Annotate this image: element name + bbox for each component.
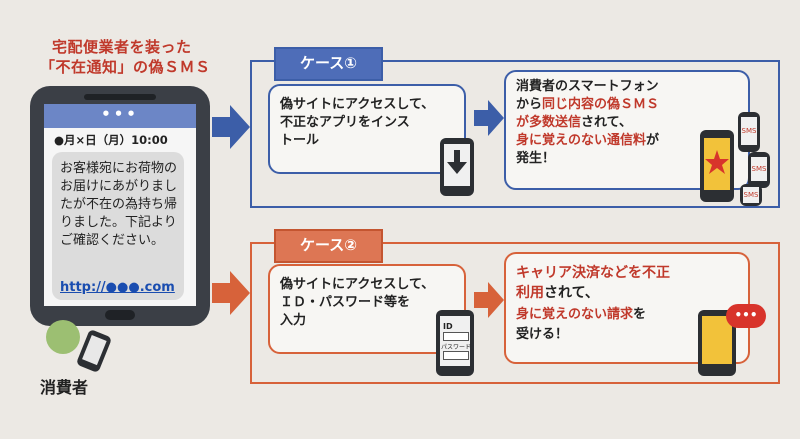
case1-step2-line1: 消費者のスマートフォン	[516, 79, 659, 94]
case2-step1-line1: 偽サイトにアクセスして、	[280, 277, 435, 292]
case2-step2-line2: 利用されて、	[516, 284, 599, 302]
consumer-phone-screen	[82, 335, 107, 366]
phone-speaker	[84, 94, 156, 100]
diagram-title-line1: 宅配便業者を装った	[52, 38, 192, 56]
billing-phone-icon	[698, 310, 736, 376]
login-id-field	[443, 332, 469, 341]
phone-screen: ●月×日（月）10:00 お客様宛にお荷物のお届けにあがりましたが不在の為持ち帰…	[44, 128, 196, 306]
case1-step2-line3-a: が多数送信	[516, 115, 582, 130]
case2-step2-line2-a: 利用	[516, 285, 544, 301]
sms-date: ●月×日（月）10:00	[54, 133, 168, 147]
case2-step2-line3-b: を	[633, 307, 647, 322]
case1-step-arrow-icon	[474, 100, 504, 136]
case1-step2-line2-b: 同じ内容の偽ＳＭＳ	[542, 97, 660, 112]
login-id-label: ID	[443, 322, 453, 331]
sms-message: お客様宛にお荷物のお届けにあがりましたが不在の為持ち帰りました。下記よりご確認く…	[60, 161, 178, 248]
case1-step2-line4: 身に覚えのない通信料が	[516, 132, 659, 150]
case2-step2-line1-text: キャリア決済などを不正	[516, 265, 670, 281]
diagram-title-line2: 「不在通知」の偽ＳＭＳ	[40, 58, 211, 76]
phone-header-dots: •••	[101, 105, 139, 123]
case1-label: ケース①	[274, 47, 383, 81]
case1-step2-line4-a: 身に覚えのない通信料	[516, 133, 647, 148]
case2-label: ケース②	[274, 229, 383, 263]
login-pw-label: パスワード	[441, 344, 472, 351]
case1-step1-line3: トール	[280, 133, 320, 148]
consumer-label: 消費者	[40, 378, 89, 397]
sms-phone-1-icon: SMS	[738, 112, 760, 152]
case2-step2-line4: 受ける！	[516, 327, 569, 342]
sms-phone-2-icon: SMS	[748, 152, 770, 188]
case2-step1-box: 偽サイトにアクセスして、 ＩＤ・パスワード等を 入力	[268, 264, 466, 354]
sms-phone-3-icon: SMS	[740, 184, 762, 206]
login-phone-icon: ID パスワード	[436, 310, 474, 376]
case1-step2-line4-b: が	[646, 133, 660, 148]
billing-bubble-icon: •••	[726, 304, 766, 328]
phone-header-bar: •••	[44, 104, 196, 128]
login-pw-field	[443, 351, 469, 360]
case1-step2-line2-a: から	[516, 97, 543, 112]
download-phone-icon	[440, 138, 474, 196]
case2-step-arrow-icon	[474, 282, 504, 318]
sms-bubble: お客様宛にお荷物のお届けにあがりましたが不在の為持ち帰りました。下記よりご確認く…	[52, 152, 184, 300]
case1-step2-line3: が多数送信されて、	[516, 114, 632, 132]
case2-step2-line1: キャリア決済などを不正	[516, 264, 670, 282]
phone-home-button	[105, 310, 135, 320]
consumer-head-icon	[46, 320, 80, 354]
sms-link[interactable]: http://●●●.com	[60, 280, 175, 295]
case1-step1-box: 偽サイトにアクセスして、 不正なアプリをインス トール	[268, 84, 466, 174]
case1-step2-line5: 発生！	[516, 151, 556, 166]
case2-step1-line3: 入力	[280, 313, 307, 328]
sms-sending-phone-icon	[700, 130, 734, 202]
sms-badge-2: SMS	[751, 157, 767, 181]
case1-step1-line2: 不正なアプリをインス	[280, 115, 410, 130]
case1-panel: ケース① 偽サイトにアクセスして、 不正なアプリをインス トール 消費者のスマー…	[250, 47, 780, 208]
arrow-to-case2-icon	[212, 271, 250, 315]
sms-badge-1: SMS	[741, 117, 757, 145]
case1-step2-line3-b: されて、	[581, 115, 632, 130]
consumer-phone-icon	[75, 328, 113, 374]
phone-illustration: ••• ●月×日（月）10:00 お客様宛にお荷物のお届けにあがりましたが不在の…	[30, 86, 210, 326]
case2-panel: ケース② 偽サイトにアクセスして、 ＩＤ・パスワード等を 入力 ID パスワード…	[250, 229, 780, 384]
case1-step2-line2: から同じ内容の偽ＳＭＳ	[516, 96, 659, 114]
case2-step1-line2: ＩＤ・パスワード等を	[280, 295, 411, 310]
sms-badge-3: SMS	[743, 187, 759, 203]
case2-step2-line2-b: されて、	[544, 285, 599, 301]
case2-step2-line3: 身に覚えのない請求を	[516, 306, 646, 324]
case1-step1-line1: 偽サイトにアクセスして、	[280, 97, 435, 112]
arrow-to-case1-icon	[212, 105, 250, 149]
case2-step2-line3-a: 身に覚えのない請求	[516, 307, 634, 322]
